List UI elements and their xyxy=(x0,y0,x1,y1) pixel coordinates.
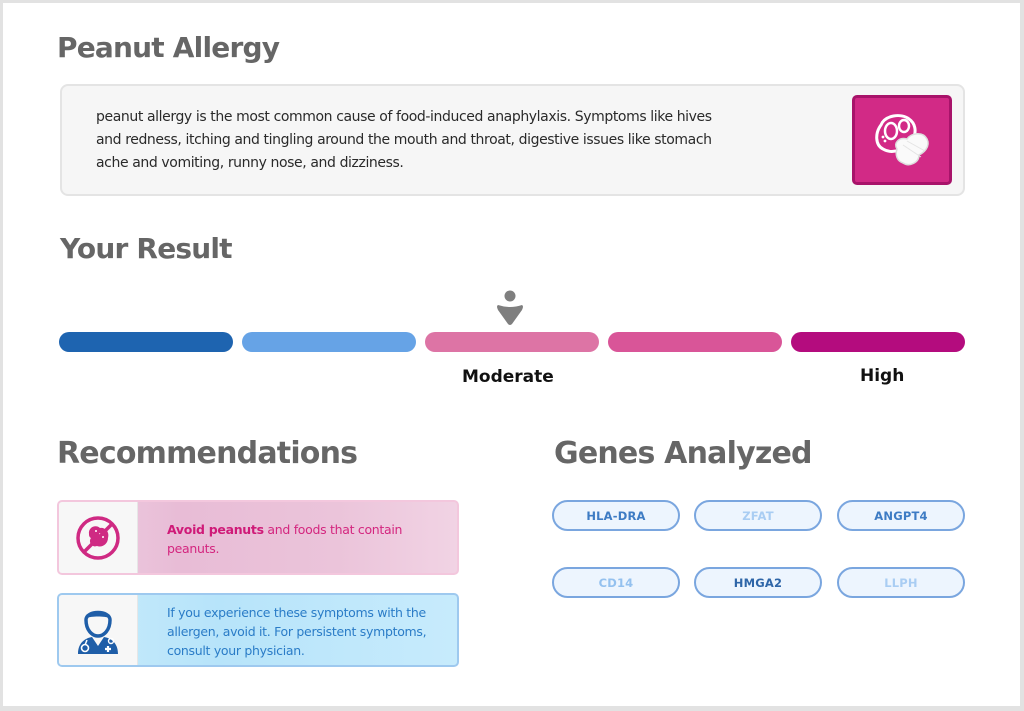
genes-heading: Genes Analyzed xyxy=(554,436,813,471)
gene-chip: ZFAT xyxy=(694,500,822,531)
recommendation-consult-physician: If you experience these symptoms with th… xyxy=(57,593,459,667)
gene-chip: LLPH xyxy=(837,567,965,598)
page-title: Peanut Allergy xyxy=(57,31,280,64)
your-result-heading: Your Result xyxy=(60,232,233,265)
risk-bar-elevated xyxy=(608,332,782,352)
gene-chip: HMGA2 xyxy=(694,567,822,598)
risk-bar-very-low xyxy=(59,332,233,352)
no-peanuts-icon xyxy=(59,502,138,573)
recommendations-heading: Recommendations xyxy=(57,436,358,471)
risk-bar-low xyxy=(242,332,416,352)
gene-chip: HLA-DRA xyxy=(552,500,680,531)
doctor-icon xyxy=(59,595,138,665)
recommendation-text: and foods that contain peanuts. xyxy=(167,522,403,556)
risk-bar-high xyxy=(791,332,965,352)
moderate-label: Moderate xyxy=(462,367,554,387)
description-text: peanut allergy is the most common cause … xyxy=(96,109,712,171)
high-label: High xyxy=(860,366,905,386)
recommendation-text: If you experience these symptoms with th… xyxy=(167,605,427,658)
recommendation-bold: Avoid peanuts xyxy=(167,522,264,537)
description-card: peanut allergy is the most common cause … xyxy=(60,84,965,196)
gene-chip: CD14 xyxy=(552,567,680,598)
risk-bar-moderate xyxy=(425,332,599,352)
recommendation-avoid-peanuts: Avoid peanuts and foods that contain pea… xyxy=(57,500,459,575)
peanut-icon xyxy=(852,95,952,185)
person-marker-icon xyxy=(495,290,525,326)
gene-chip: ANGPT4 xyxy=(837,500,965,531)
